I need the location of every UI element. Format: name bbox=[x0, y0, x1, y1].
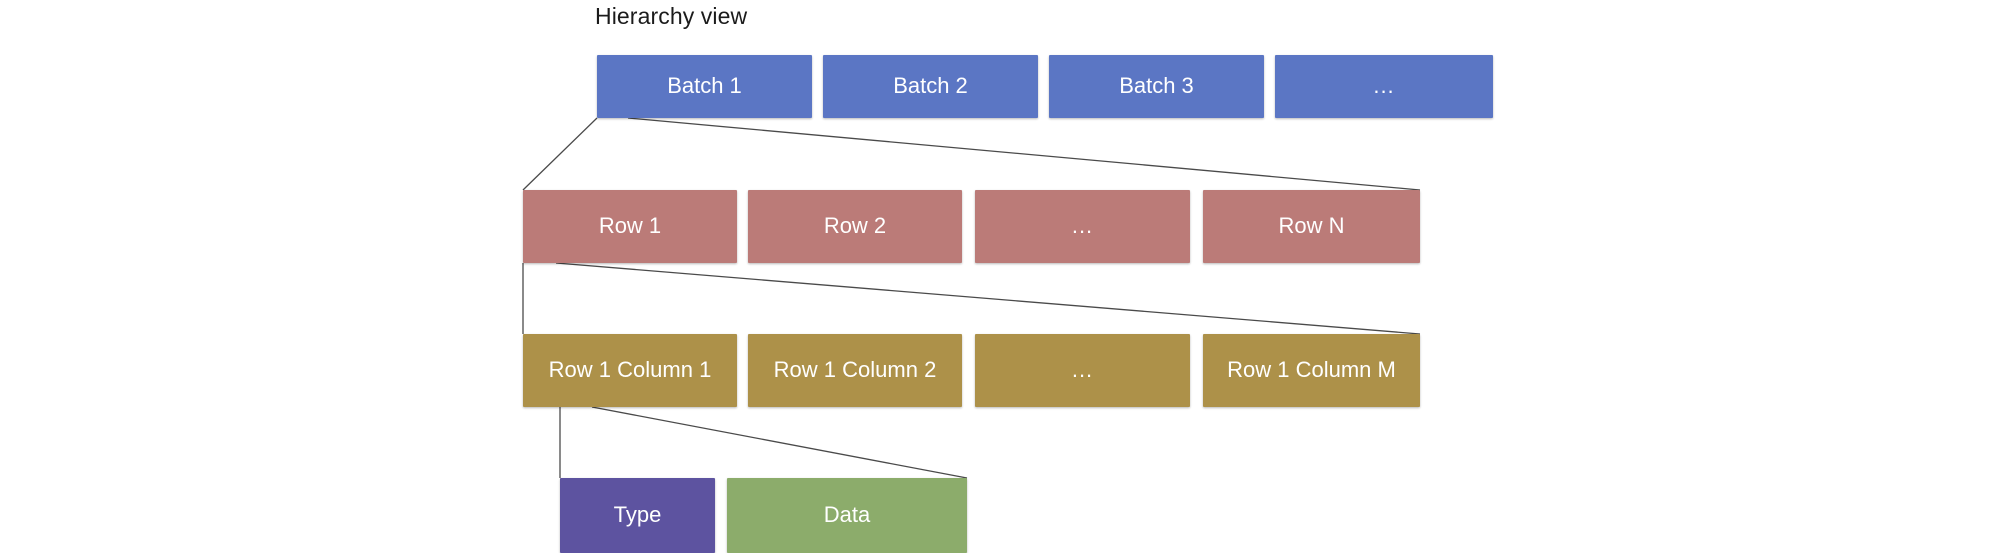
node-label: Batch 2 bbox=[893, 73, 968, 99]
node-row-1-column-1[interactable]: Row 1 Column 1 bbox=[523, 334, 737, 407]
node-label: ... bbox=[1071, 213, 1094, 239]
node-label: Row 2 bbox=[823, 213, 887, 239]
node-batch-3[interactable]: Batch 3 bbox=[1049, 55, 1264, 118]
node-label: ... bbox=[1373, 73, 1395, 99]
node-label: Row 1 Column 1 bbox=[548, 357, 712, 383]
node-row-level-more[interactable]: ... bbox=[975, 190, 1190, 263]
node-data[interactable]: Data bbox=[727, 478, 967, 553]
node-label: Row 1 Column 2 bbox=[773, 357, 937, 383]
node-label: Data bbox=[823, 502, 871, 528]
node-batch-1[interactable]: Batch 1 bbox=[597, 55, 812, 118]
node-batch-level-more[interactable]: ... bbox=[1275, 55, 1493, 118]
node-label: Row 1 Column M bbox=[1227, 357, 1396, 383]
node-row-1[interactable]: Row 1 bbox=[523, 190, 737, 263]
node-row-1-column-m[interactable]: Row 1 Column M bbox=[1203, 334, 1420, 407]
node-label: Batch 1 bbox=[667, 73, 742, 99]
node-row-n[interactable]: Row N bbox=[1203, 190, 1420, 263]
node-label: Row N bbox=[1278, 213, 1345, 239]
node-batch-2[interactable]: Batch 2 bbox=[823, 55, 1038, 118]
node-type[interactable]: Type bbox=[560, 478, 715, 553]
node-row-2[interactable]: Row 2 bbox=[748, 190, 962, 263]
node-label: Type bbox=[613, 502, 662, 528]
node-label: ... bbox=[1071, 357, 1094, 383]
node-row-1-column-2[interactable]: Row 1 Column 2 bbox=[748, 334, 962, 407]
page-title: Hierarchy view bbox=[595, 3, 748, 29]
node-label: Row 1 bbox=[598, 213, 662, 239]
node-column-level-more[interactable]: ... bbox=[975, 334, 1190, 407]
node-label: Batch 3 bbox=[1119, 73, 1194, 99]
